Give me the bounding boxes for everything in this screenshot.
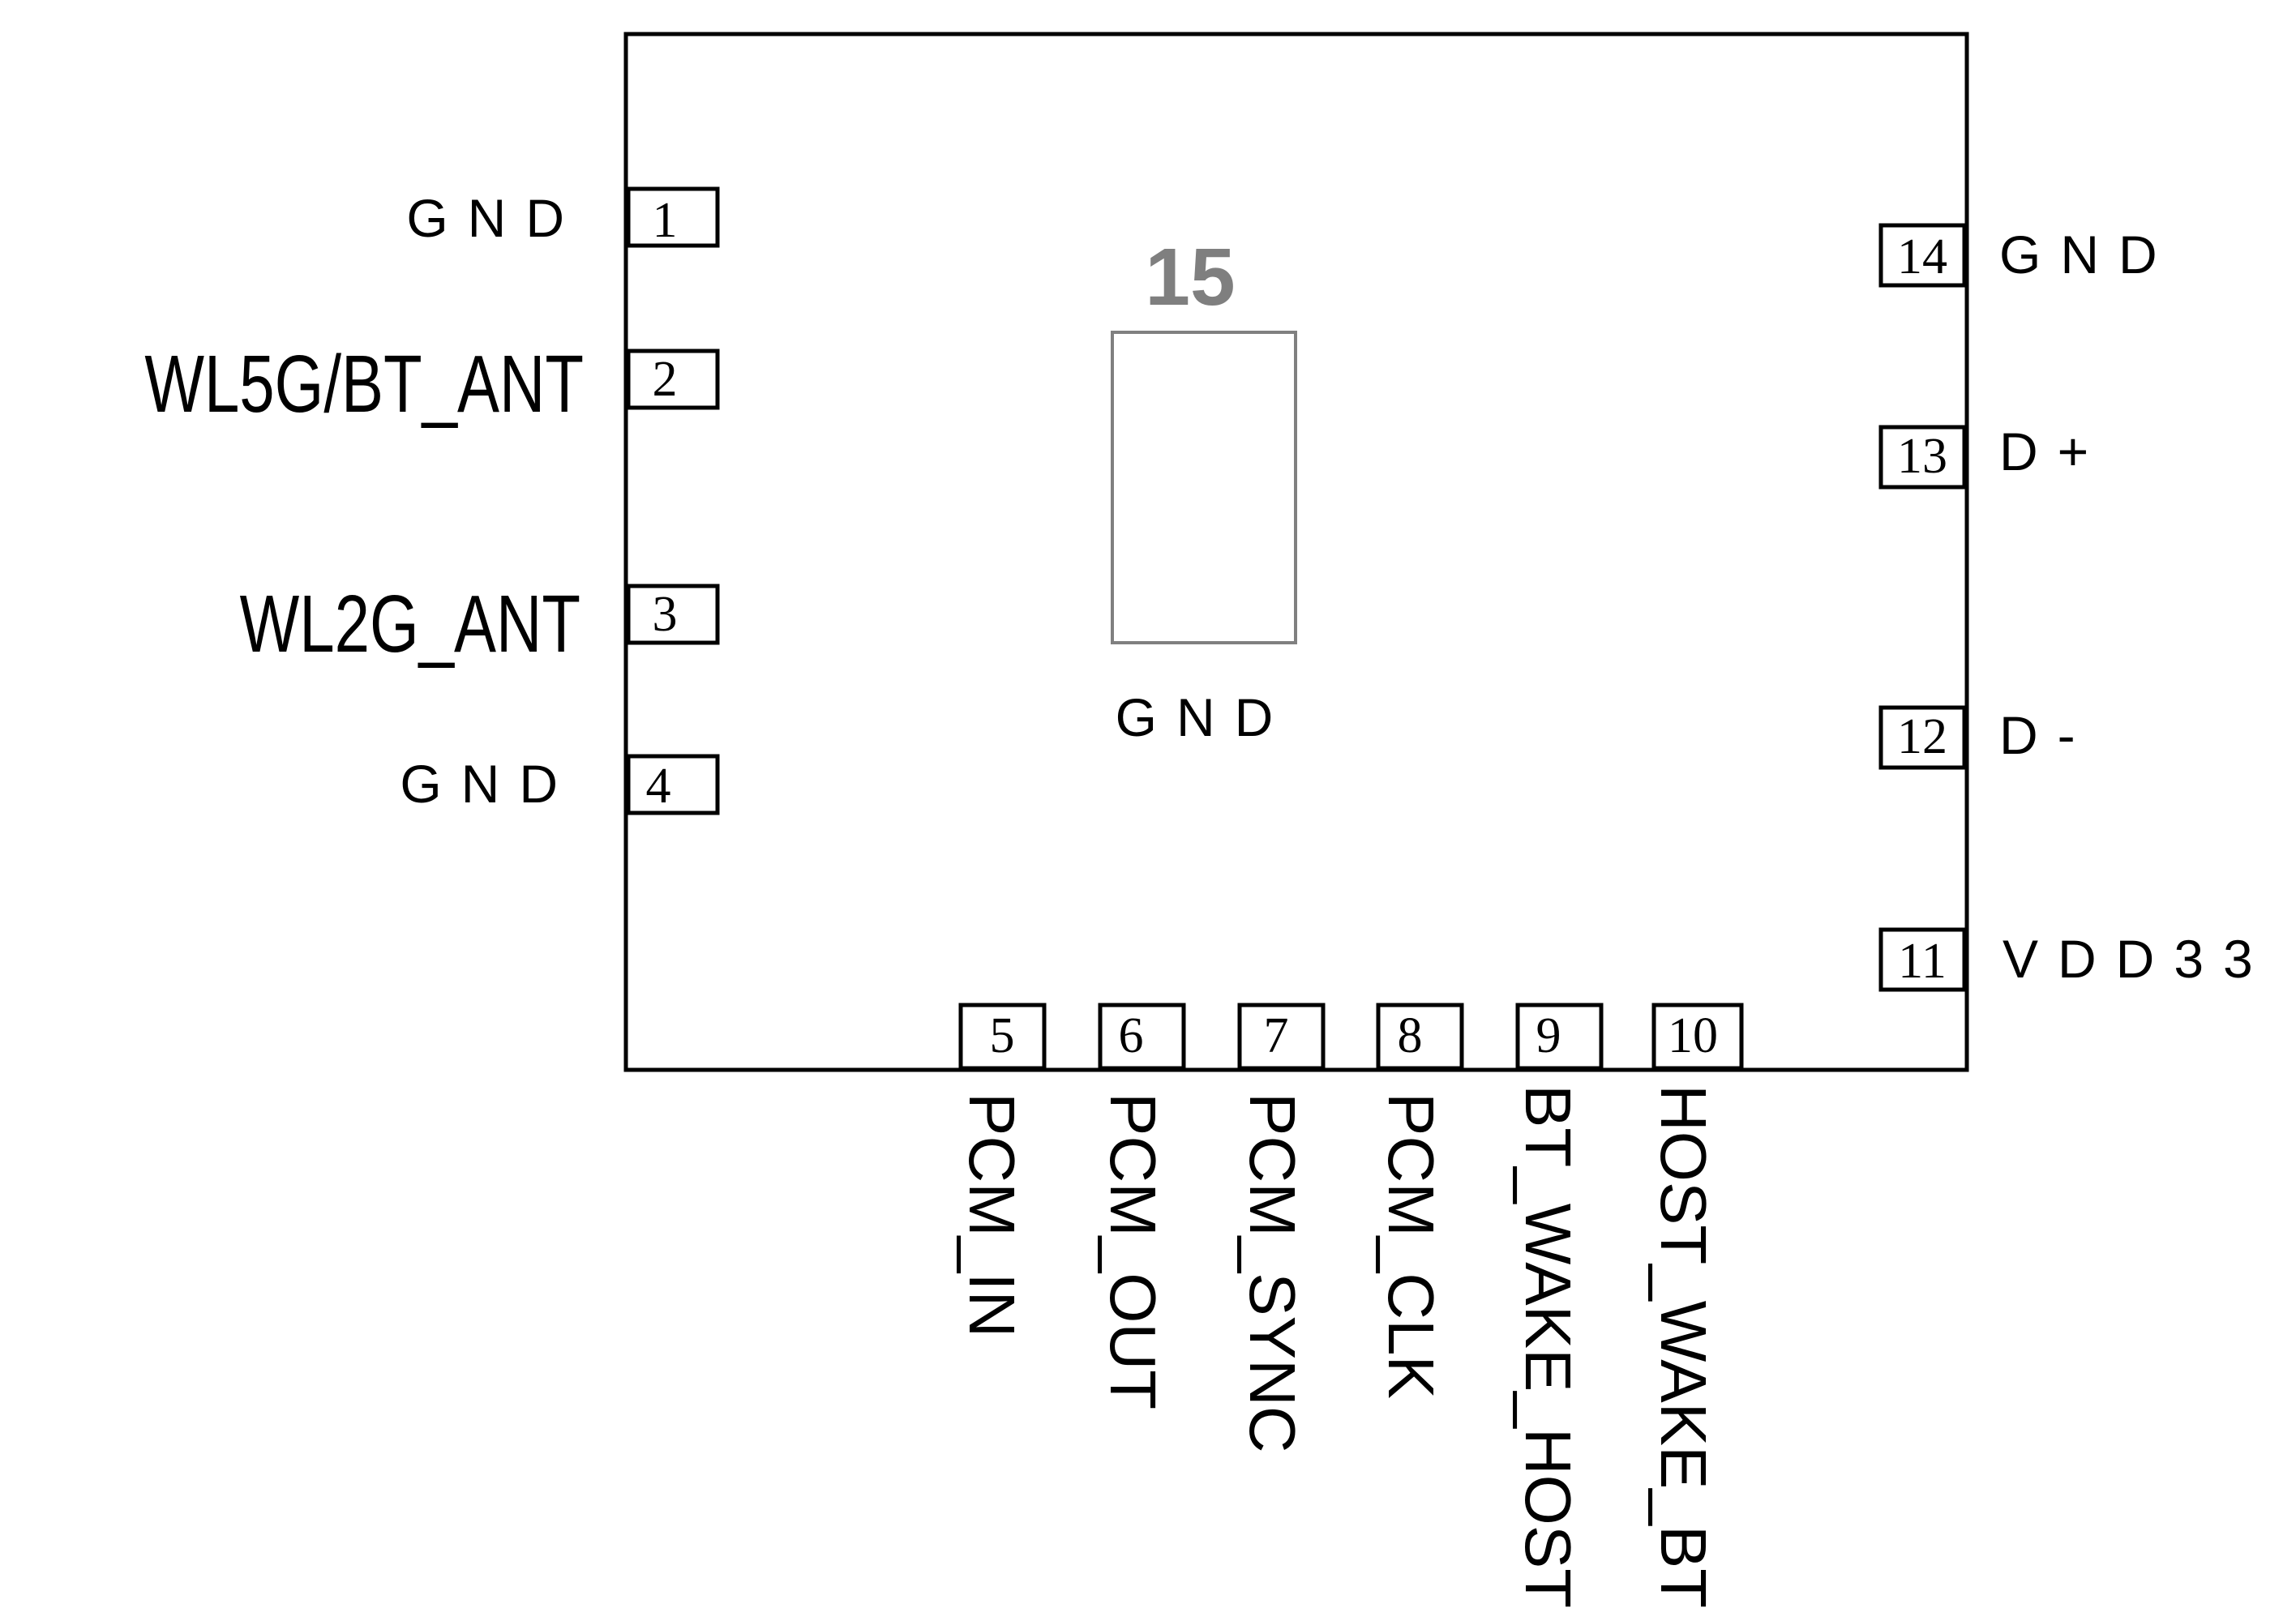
pin-9: 9 BT_WAKE_HOST (1512, 1003, 1604, 1608)
pin-label: BT_WAKE_HOST (1512, 1084, 1584, 1608)
pin-4: 4 GND (400, 754, 720, 815)
pin-label: PCM_IN (956, 1093, 1028, 1337)
pin-number: 6 (1119, 1008, 1144, 1063)
pin-pad (1376, 1003, 1464, 1071)
pin-pad (1878, 927, 1967, 992)
pin-number: 4 (646, 759, 671, 814)
center-pad (1111, 331, 1297, 644)
pin-number: 11 (1898, 934, 1947, 989)
pin-3: 3 WL2G_ANT (240, 580, 720, 670)
pin-5: 5 PCM_IN (956, 1003, 1047, 1337)
pin-number: 12 (1897, 709, 1947, 764)
pin-label: PCM_CLK (1375, 1093, 1447, 1399)
pin-number: 5 (990, 1008, 1015, 1063)
pin-label: PCM_OUT (1097, 1093, 1169, 1409)
pin-1: 1 GND (406, 186, 720, 248)
pin-label: GND (400, 754, 577, 814)
pin-number: 9 (1536, 1008, 1561, 1063)
pin-11: 11 VDD33 (1878, 927, 2272, 992)
pin-label: GND (1999, 225, 2177, 284)
pin-label: GND (406, 188, 584, 248)
pin-pad (626, 754, 720, 815)
pin-label: WL5G/BT_ANT (144, 340, 584, 430)
pin-number: 10 (1668, 1008, 1718, 1063)
pin-2: 2 WL5G/BT_ANT (144, 340, 720, 430)
pin-pad (1098, 1003, 1186, 1071)
pin-pad (1237, 1003, 1326, 1071)
pin-number: 14 (1897, 229, 1947, 284)
pin-6: 6 PCM_OUT (1097, 1003, 1186, 1409)
pin-label: D- (1999, 705, 2095, 765)
pin-label: WL2G_ANT (240, 580, 580, 670)
pin-13: 13 D+ (1878, 421, 2108, 490)
pin-number: 8 (1398, 1008, 1423, 1063)
pin-number: 13 (1897, 429, 1947, 484)
pin-label: HOST_WAKE_BT (1647, 1084, 1720, 1608)
pin-8: 8 PCM_CLK (1375, 1003, 1464, 1399)
pin-pad (958, 1003, 1047, 1071)
pin-label: D+ (1999, 421, 2108, 481)
pin-pad (1878, 223, 1967, 288)
pin-pad (1878, 425, 1967, 490)
center-pad-number: 15 (1145, 232, 1235, 323)
pin-label: PCM_SYNC (1236, 1093, 1309, 1453)
pin-14: 14 GND (1878, 223, 2177, 288)
center-pad-label: GND (1116, 687, 1293, 747)
pin-pad (1515, 1003, 1604, 1071)
pin-pad (1878, 705, 1967, 770)
pin-pad (626, 186, 720, 248)
pin-number: 1 (653, 193, 678, 248)
pin-12: 12 D- (1878, 705, 2095, 770)
pin-pad (626, 584, 720, 645)
pin-number: 3 (653, 587, 678, 642)
pin-pad (626, 349, 720, 410)
pin-10: 10 HOST_WAKE_BT (1647, 1003, 1744, 1608)
pin-number: 2 (653, 352, 678, 407)
pin-number: 7 (1264, 1008, 1289, 1063)
pin-pad (1651, 1003, 1744, 1071)
pin-label: VDD33 (2003, 929, 2272, 989)
pin-7: 7 PCM_SYNC (1236, 1003, 1326, 1453)
